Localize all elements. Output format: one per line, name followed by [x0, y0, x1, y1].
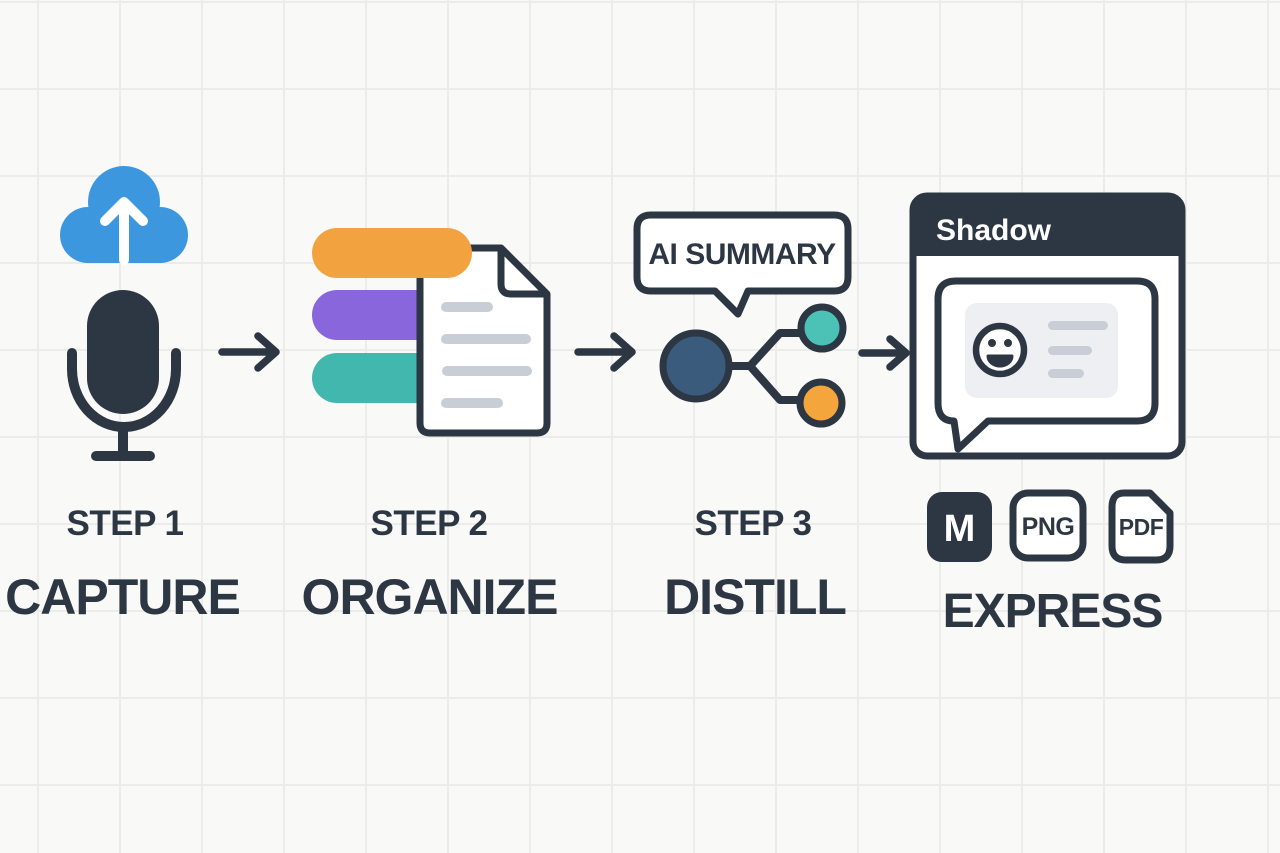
- pdf-badge-label: PDF: [1119, 514, 1164, 540]
- flow-arrow-icon: [858, 331, 914, 375]
- pdf-badge-icon: PDF: [1108, 489, 1174, 564]
- png-badge-label: PNG: [1022, 513, 1075, 541]
- window-titlebar: [913, 196, 1182, 256]
- orange-node: [796, 378, 846, 428]
- speech-bubble-icon: [633, 211, 852, 318]
- cloud-upload-icon: [48, 158, 200, 268]
- mic-capsule: [87, 290, 159, 414]
- mindmap-nodes-icon: [650, 295, 865, 440]
- step-2-label: STEP 2: [370, 504, 488, 543]
- step-3-title: DISTILL: [664, 569, 847, 625]
- app-window-icon: Shadow: [908, 190, 1188, 462]
- step-4-title: EXPRESS: [942, 585, 1164, 638]
- orange-bar: [312, 228, 472, 278]
- markdown-badge-icon: M: [927, 492, 992, 562]
- ai-summary-callout: AI SUMMARY: [630, 208, 855, 343]
- document-fold: [497, 248, 547, 298]
- png-badge-icon: PNG: [1009, 489, 1087, 562]
- flow-arrow-icon: [574, 330, 640, 374]
- branch-lines: [728, 329, 804, 404]
- document-icon: [416, 244, 551, 437]
- teal-node: [797, 303, 847, 353]
- step-2-title: ORGANIZE: [301, 569, 559, 625]
- ai-summary-text: AI SUMMARY: [648, 238, 836, 271]
- flow-arrow-icon: [218, 330, 284, 374]
- step-1-title: CAPTURE: [5, 569, 241, 625]
- organize-illustration: [305, 220, 563, 445]
- window-title: Shadow: [936, 214, 1052, 247]
- chat-text-lines: [1048, 321, 1108, 378]
- step-1-label: STEP 1: [66, 504, 184, 543]
- markdown-badge-label: M: [944, 508, 976, 550]
- root-node: [659, 329, 733, 403]
- export-badges: M PNG PDF: [920, 486, 1180, 568]
- step-3-label: STEP 3: [694, 504, 812, 543]
- document-text-lines: [441, 302, 532, 408]
- mic-stand: [91, 422, 155, 461]
- upload-arrow-icon: [100, 197, 148, 265]
- microphone-icon: [65, 285, 183, 465]
- smiley-icon: [972, 322, 1028, 378]
